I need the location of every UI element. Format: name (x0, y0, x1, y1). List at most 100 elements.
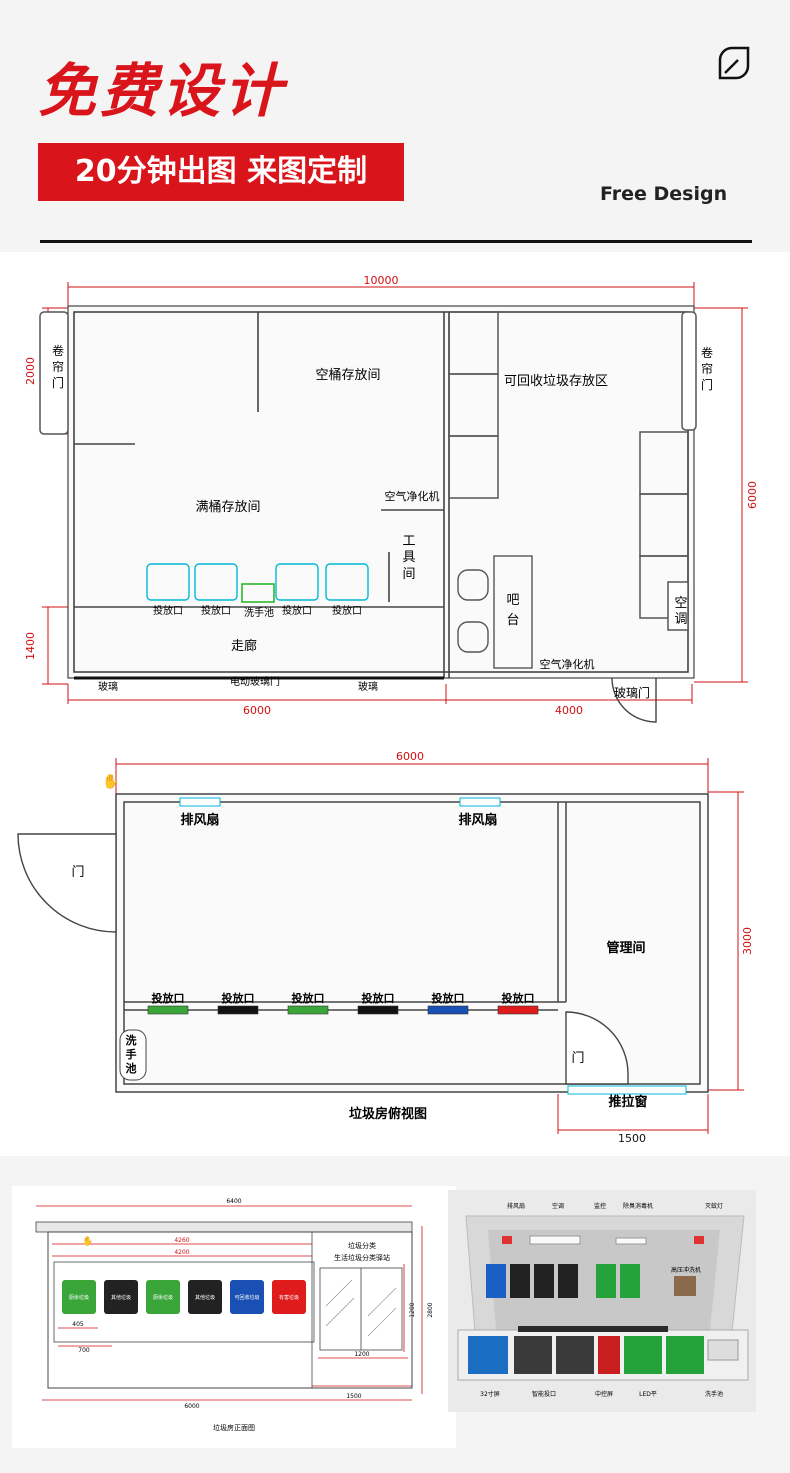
roller-door-right (681, 311, 697, 431)
drop-port-label-1: 投放口 (152, 991, 185, 1005)
front-sign-line2: 生活垃圾分类驿站 (334, 1253, 390, 1262)
tool-room-char1: 工 (402, 534, 415, 549)
photo-deodorizer (615, 1237, 647, 1245)
exhaust-fan-2-icon (459, 797, 501, 807)
drop-port-label-1: 投放口 (153, 604, 183, 617)
photo-bins (486, 1264, 640, 1298)
interior-photo: 排风扇 空调 监控 除臭消毒机 灭蚊灯 高压冲洗机 32寸屏 智能投口 中控屏 … (448, 1190, 756, 1412)
tool-room-char2: 具 (402, 550, 415, 565)
photo-label-ac: 空调 (552, 1202, 564, 1210)
door-left-swing (17, 833, 117, 933)
front-body (47, 1231, 413, 1389)
bar-counter (457, 555, 533, 669)
sink-char3: 池 (126, 1061, 137, 1075)
front-dim-span-outer: 4260 (174, 1237, 189, 1244)
dim-total-width: 10000 (364, 274, 399, 287)
drop-port-bar-1 (147, 1005, 189, 1015)
roller-door-right-char1: 卷 (701, 345, 713, 360)
drop-port-bar-3 (287, 1005, 329, 1015)
glass-right-label: 玻璃 (358, 680, 378, 693)
sink-icon (241, 583, 275, 603)
tool-room-char3: 间 (402, 567, 415, 582)
sink-char1: 洗 (126, 1033, 137, 1047)
front-bin-label-6: 有害垃圾 (279, 1294, 299, 1301)
port-panel (53, 1261, 315, 1343)
front-dim-total: 6400 (226, 1198, 241, 1205)
management-room-label: 管理间 (606, 940, 645, 956)
roller-door-left-char1: 卷 (52, 343, 64, 358)
drop-port-bar-4 (357, 1005, 399, 1015)
front-bin-6 (272, 1280, 306, 1314)
roller-door-right-char3: 门 (701, 377, 713, 392)
header-banner (0, 0, 790, 252)
floor-plan-2: 6000 3000 4200 405 700 1500 ✋ 排风扇 排风扇 门 … (0, 732, 790, 1156)
roller-door-left-char2: 帘 (52, 359, 64, 374)
dim-corridor-height: 1400 (24, 632, 37, 660)
photo-label-control-screen: 中控屏 (595, 1390, 613, 1398)
drop-port-label-2: 投放口 (222, 991, 255, 1005)
drop-port-label-3: 投放口 (282, 604, 312, 617)
leaf-icon (718, 46, 750, 80)
dim2-total-width: 6000 (396, 750, 424, 763)
front-dim-window-w: 1200 (354, 1351, 369, 1358)
sliding-window-label: 推拉窗 (608, 1094, 647, 1110)
photo-label-led: LED平 (639, 1391, 657, 1398)
front-dim-height: 2800 (427, 1302, 434, 1317)
exhaust-fan-2-label: 排风扇 (458, 812, 497, 828)
front-dim-right: 1500 (346, 1393, 361, 1400)
photo-label-monitor: 监控 (594, 1202, 606, 1210)
ac-char1: 空 (674, 596, 687, 611)
sliding-window-icon (567, 1085, 687, 1095)
corridor-label: 走廊 (231, 638, 257, 654)
photo-washer (674, 1276, 696, 1296)
auto-glass-door-label: 电动玻璃门 (230, 675, 280, 688)
roller-door-right-char2: 帘 (701, 361, 713, 376)
front-bin-label-5: 可回收垃圾 (234, 1294, 259, 1301)
air-purifier-label-1: 空气净化机 (385, 489, 440, 503)
sink-char2: 手 (126, 1047, 137, 1061)
front-dim-port: 405 (72, 1321, 84, 1328)
drop-port-bar-2 (217, 1005, 259, 1015)
ac-char2: 调 (674, 612, 687, 627)
exhaust-fan-1-icon (179, 797, 221, 807)
front-caption: 垃圾房正面图 (213, 1423, 255, 1432)
sink-label: 洗手池 (244, 606, 274, 619)
exhaust-fan-1-label: 排风扇 (180, 812, 219, 828)
front-dim-base: 6000 (184, 1403, 199, 1410)
front-dim-span-inner: 4200 (174, 1249, 189, 1256)
drop-port-bar-5 (427, 1005, 469, 1015)
door-right-swing (565, 1011, 629, 1085)
sink-block (119, 1029, 147, 1081)
glass-door-label: 玻璃门 (614, 685, 650, 700)
front-bin-2 (104, 1280, 138, 1314)
air-purifier-label-2: 空气净化机 (540, 657, 595, 671)
front-elevation: 6400 4260 4200 405 700 6000 1200 1200 28… (12, 1186, 456, 1448)
subtitle-banner: 20分钟出图 来图定制 (38, 143, 404, 201)
recycle-area-label: 可回收垃圾存放区 (504, 374, 608, 389)
recycle-racks (448, 311, 689, 631)
photo-label-smart-port: 智能投口 (532, 1390, 556, 1398)
full-bin-room-label: 满桶存放间 (195, 500, 260, 515)
front-bin-5 (230, 1280, 264, 1314)
floor-plan-1: 10000 6000 4000 6000 2000 1400 卷 帘 门 卷 帘… (0, 252, 790, 732)
front-bin-label-2: 其他垃圾 (111, 1294, 131, 1301)
roof (35, 1221, 413, 1233)
drop-port-label-2: 投放口 (201, 604, 231, 617)
photo-ac-unit (529, 1235, 581, 1245)
glass-left-label: 玻璃 (98, 680, 118, 693)
photo-bug-lamp (694, 1236, 704, 1244)
header-divider (40, 240, 752, 243)
photo-label-screen: 32寸屏 (480, 1390, 500, 1398)
drop-port-label-3: 投放口 (292, 991, 325, 1005)
dim2-window-width: 1500 (618, 1132, 646, 1145)
front-bin-4 (188, 1280, 222, 1314)
glass-door-swing (611, 677, 657, 723)
bar-char2: 台 (506, 613, 519, 628)
dim2-height: 3000 (741, 927, 754, 955)
door-left-label: 门 (71, 865, 84, 880)
dim-right-width: 4000 (555, 704, 583, 717)
drop-port-label-4: 投放口 (332, 604, 362, 617)
hand-icon: ✋ (102, 773, 119, 790)
front-bin-label-4: 其他垃圾 (195, 1294, 215, 1301)
plan2-caption: 垃圾房俯视图 (349, 1106, 427, 1122)
